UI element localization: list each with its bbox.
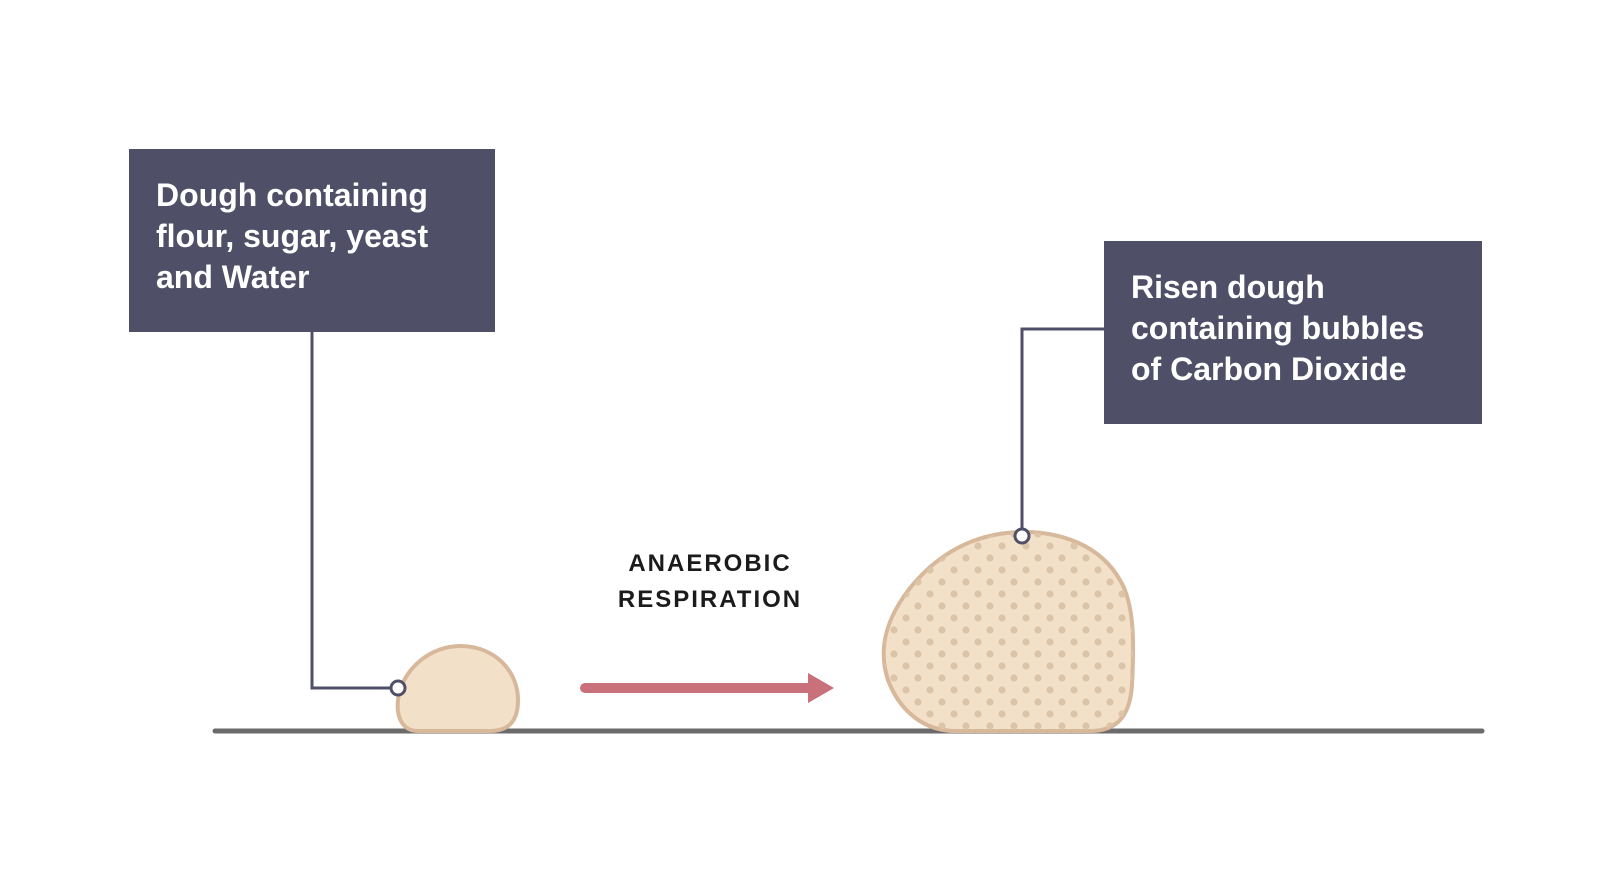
leader-marker-risen [1013, 527, 1031, 545]
leader-line-initial [310, 332, 398, 690]
leader-line-risen [1020, 327, 1104, 536]
initial-dough-label-line: Dough containing [156, 177, 428, 213]
risen-dough-label-line: containing bubbles [1131, 310, 1425, 346]
initial-dough-label-line: and Water [156, 259, 310, 295]
process-label-line: ANAEROBIC [628, 550, 792, 577]
initial-dough-label-line: flour, sugar, yeast [156, 218, 429, 254]
initial-dough-label: Dough containing flour, sugar, yeast and… [129, 149, 495, 332]
process-label: ANAEROBIC RESPIRATION [590, 546, 830, 618]
risen-dough-label-line: Risen dough [1131, 269, 1325, 305]
risen-dough-label-line: of Carbon Dioxide [1131, 351, 1407, 387]
leader-marker-initial [389, 679, 407, 697]
process-label-line: RESPIRATION [617, 586, 803, 613]
small-dough [395, 643, 521, 733]
risen-dough-bubbles [883, 531, 1134, 731]
process-arrow-head [808, 673, 834, 703]
risen-dough-label: Risen dough containing bubbles of Carbon… [1104, 241, 1482, 424]
